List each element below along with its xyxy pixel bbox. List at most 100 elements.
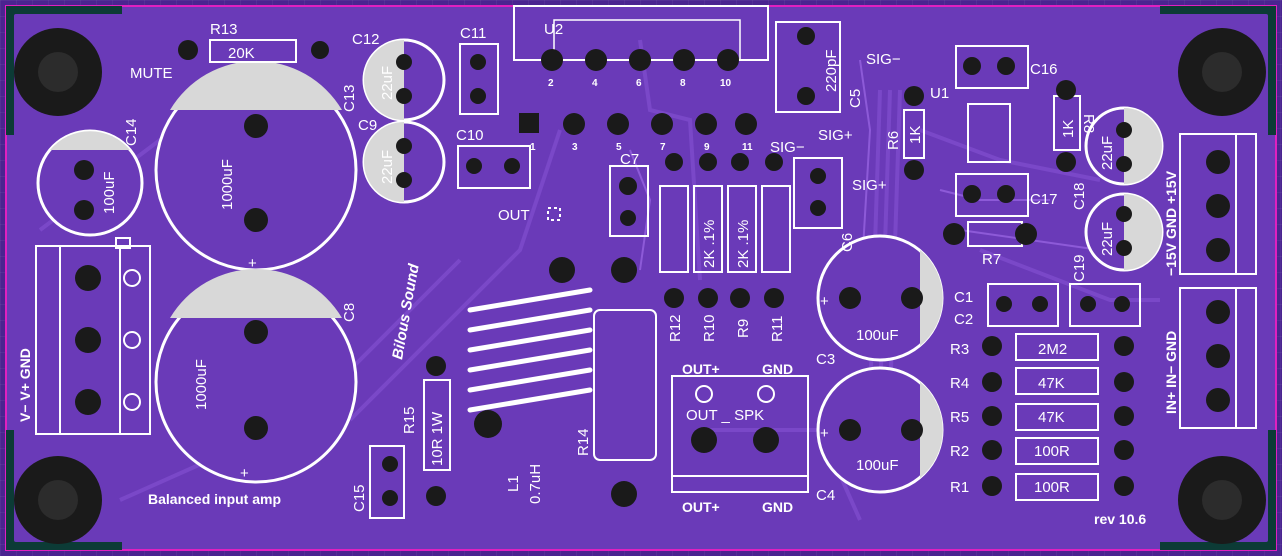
- label-c15: C15: [351, 484, 368, 512]
- label-r10-value: 2K .1%: [701, 220, 718, 268]
- label-out: OUT: [498, 207, 530, 224]
- label-mute: MUTE: [130, 65, 173, 82]
- svg-text:6: 6: [636, 78, 642, 89]
- label-c4: C4: [816, 487, 835, 504]
- label-c19: C19: [1071, 254, 1088, 282]
- u2-pin-labels-top: 2 4 6 8 10: [548, 78, 732, 89]
- label-c9: C9: [358, 117, 377, 134]
- label-c5-value: 220pF: [823, 49, 840, 92]
- svg-text:3: 3: [572, 142, 578, 153]
- label-r13: R13: [210, 21, 238, 38]
- svg-text:9: 9: [704, 142, 710, 153]
- label-l1: L1: [505, 475, 522, 492]
- label-sig-plus-2: SIG+: [852, 177, 887, 194]
- svg-text:5: 5: [616, 142, 622, 153]
- cap-c14-body: [36, 129, 144, 237]
- cap-c19-body: [1084, 192, 1164, 272]
- label-c3-value: 100uF: [856, 327, 899, 344]
- svg-text:+: +: [820, 293, 829, 310]
- label-c6: C6: [839, 233, 856, 252]
- label-r13-value: 20K: [228, 45, 255, 62]
- small-outlines: [209, 21, 1141, 519]
- label-r9: R9: [735, 319, 752, 338]
- label-r8-value: 1K: [1060, 120, 1077, 138]
- label-r1: R1: [950, 479, 969, 496]
- label-sig-plus-1: SIG+: [818, 127, 853, 144]
- svg-text:+: +: [240, 465, 249, 482]
- label-c13-value: 1000uF: [219, 159, 236, 210]
- label-c9-value: 22uF: [379, 150, 396, 184]
- label-l1-value: 0.7uH: [527, 464, 544, 504]
- label-r7: R7: [982, 251, 1001, 268]
- label-r2: R2: [950, 443, 969, 460]
- label-r10: R10: [701, 314, 718, 342]
- label-r3: R3: [950, 341, 969, 358]
- label-gnd-top: GND: [762, 361, 793, 377]
- label-power-left: V− V+ GND: [17, 348, 33, 422]
- label-c5: C5: [847, 89, 864, 108]
- label-c7: C7: [620, 151, 639, 168]
- svg-text:+: +: [248, 255, 257, 272]
- label-c12-value: 22uF: [379, 66, 396, 100]
- label-r15-value: 10R 1W: [429, 411, 446, 466]
- label-r14: R14: [575, 428, 592, 456]
- cap-c3-body: +: [816, 234, 944, 362]
- mount-holes: [14, 28, 1266, 544]
- label-c3: C3: [816, 351, 835, 368]
- board-title: Balanced input amp: [148, 491, 281, 507]
- label-out-plus-top: OUT+: [682, 361, 720, 377]
- label-out-spk: OUT _ SPK: [686, 407, 764, 424]
- label-r6: R6: [885, 131, 902, 150]
- label-input-right: IN+ IN− GND: [1163, 331, 1179, 414]
- label-c14-value: 100uF: [101, 171, 118, 214]
- label-gnd-bottom: GND: [762, 499, 793, 515]
- svg-text:2: 2: [548, 78, 554, 89]
- label-c8-value: 1000uF: [193, 359, 210, 410]
- label-c1: C1: [954, 289, 973, 306]
- label-c19-value: 22uF: [1099, 222, 1116, 256]
- terminal-left: [35, 237, 151, 435]
- svg-text:+: +: [820, 425, 829, 442]
- terminal-right-power: [1179, 133, 1257, 275]
- label-r12: R12: [667, 314, 684, 342]
- label-c18: C18: [1071, 182, 1088, 210]
- label-r3-value: 2M2: [1038, 341, 1067, 358]
- label-r6-value: 1K: [907, 126, 924, 144]
- cap-c8-body: +: [154, 269, 358, 484]
- label-u2: U2: [544, 21, 563, 38]
- label-u1: U1: [930, 85, 949, 102]
- label-r5-value: 47K: [1038, 409, 1065, 426]
- label-r5: R5: [950, 409, 969, 426]
- svg-text:8: 8: [680, 78, 686, 89]
- label-c18-value: 22uF: [1099, 136, 1116, 170]
- label-c12: C12: [352, 31, 380, 48]
- label-r4-value: 47K: [1038, 375, 1065, 392]
- board-revision: rev 10.6: [1094, 511, 1146, 527]
- svg-text:1: 1: [530, 142, 536, 153]
- label-c10: C10: [456, 127, 484, 144]
- cap-c12-body: [362, 38, 446, 122]
- label-r1-value: 100R: [1034, 479, 1070, 496]
- label-sig-minus-1: SIG−: [770, 139, 805, 156]
- label-c17: C17: [1030, 191, 1058, 208]
- svg-text:4: 4: [592, 78, 598, 89]
- svg-text:7: 7: [660, 142, 666, 153]
- terminal-right-input: [1179, 287, 1257, 429]
- label-c16: C16: [1030, 61, 1058, 78]
- cap-c4-body: +: [816, 366, 944, 494]
- label-r8: R8: [1080, 114, 1097, 133]
- pads: [178, 27, 1134, 507]
- label-c11: C11: [460, 25, 486, 42]
- label-sig-minus-2: SIG−: [866, 51, 901, 68]
- label-r9-value: 2K .1%: [735, 220, 752, 268]
- cap-c9-body: [362, 120, 446, 204]
- cap-c13-body: +: [154, 61, 358, 272]
- label-c8: C8: [341, 303, 358, 322]
- label-c2: C2: [954, 311, 973, 328]
- u2-header: [513, 5, 769, 135]
- label-r11: R11: [769, 316, 786, 342]
- cap-c18-body: [1084, 106, 1164, 186]
- label-r4: R4: [950, 375, 969, 392]
